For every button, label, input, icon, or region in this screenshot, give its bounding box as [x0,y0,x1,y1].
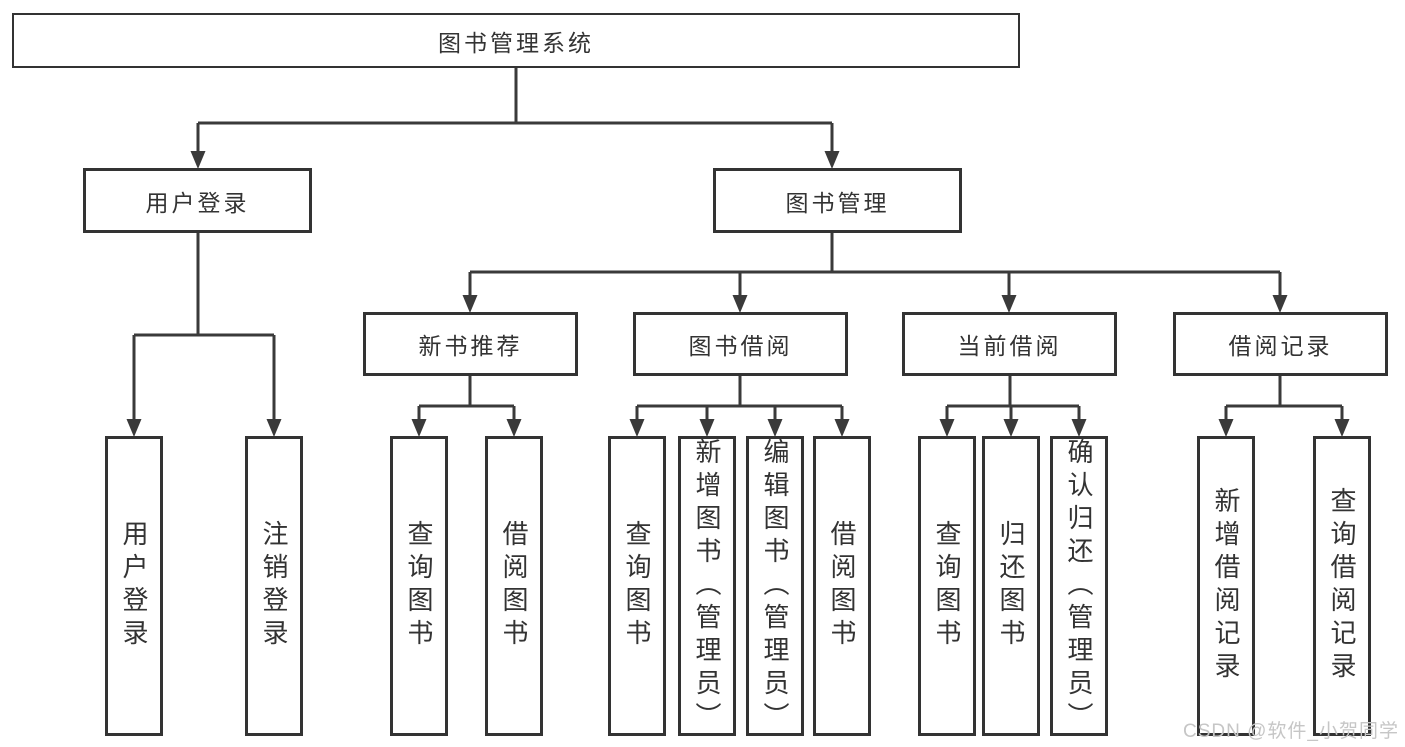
leaf-borrow-edit-books-admin: 编辑图书（管理员） [746,436,804,736]
leaf-borrow-query-books: 查询图书 [608,436,666,736]
connector-book-management-to-level3 [462,233,1288,313]
leaf-current-return-books-label: 归还图书 [996,520,1026,652]
node-user-login: 用户登录 [83,168,312,233]
leaf-records-query-record: 查询借阅记录 [1313,436,1371,736]
connector-root-to-level2 [190,68,840,169]
node-current-borrow: 当前借阅 [902,312,1117,376]
connector-current-borrow-to-leaves [939,376,1087,437]
leaf-borrow-borrow-books: 借阅图书 [813,436,871,736]
node-library-system: 图书管理系统 [12,13,1020,68]
leaf-borrow-add-books-admin: 新增图书（管理员） [678,436,736,736]
leaf-current-query-books: 查询图书 [918,436,976,736]
leaf-recommend-query-books-label: 查询图书 [404,520,434,652]
connector-user-login-to-leaves [126,233,282,437]
connector-borrow-records-to-leaves [1218,376,1350,437]
leaf-borrow-edit-books-admin-label: 编辑图书（管理员） [760,437,790,735]
leaf-user-login: 用户登录 [105,436,163,736]
leaf-borrow-query-books-label: 查询图书 [622,520,652,652]
node-borrow-records-label: 借阅记录 [1228,333,1333,359]
node-user-login-label: 用户登录 [145,189,250,216]
leaf-current-confirm-return-admin: 确认归还（管理员） [1050,436,1108,736]
node-current-borrow-label: 当前借阅 [957,333,1062,359]
node-library-system-label: 图书管理系统 [438,29,594,56]
leaf-logout-label: 注销登录 [259,520,289,652]
leaf-current-query-books-label: 查询图书 [932,520,962,652]
leaf-borrow-borrow-books-label: 借阅图书 [827,520,857,652]
node-borrow-records: 借阅记录 [1173,312,1388,376]
leaf-records-add-record-label: 新增借阅记录 [1211,487,1241,685]
node-book-borrow: 图书借阅 [633,312,848,376]
leaf-recommend-borrow-books-label: 借阅图书 [499,520,529,652]
leaf-records-query-record-label: 查询借阅记录 [1327,487,1357,685]
node-new-book-recommend-label: 新书推荐 [418,333,523,359]
node-book-borrow-label: 图书借阅 [688,333,793,359]
leaf-recommend-borrow-books: 借阅图书 [485,436,543,736]
leaf-records-add-record: 新增借阅记录 [1197,436,1255,736]
node-book-management-label: 图书管理 [785,189,890,216]
leaf-recommend-query-books: 查询图书 [390,436,448,736]
leaf-current-confirm-return-admin-label: 确认归还（管理员） [1064,437,1094,735]
leaf-user-login-label: 用户登录 [119,520,149,652]
node-book-management: 图书管理 [713,168,962,233]
node-new-book-recommend: 新书推荐 [363,312,578,376]
leaf-borrow-add-books-admin-label: 新增图书（管理员） [692,437,722,735]
leaf-current-return-books: 归还图书 [982,436,1040,736]
connector-new-book-recommend-to-leaves [411,376,522,437]
leaf-logout: 注销登录 [245,436,303,736]
watermark-text: CSDN @软件_小贺同学 [1183,721,1399,742]
connector-book-borrow-to-leaves [629,376,850,437]
